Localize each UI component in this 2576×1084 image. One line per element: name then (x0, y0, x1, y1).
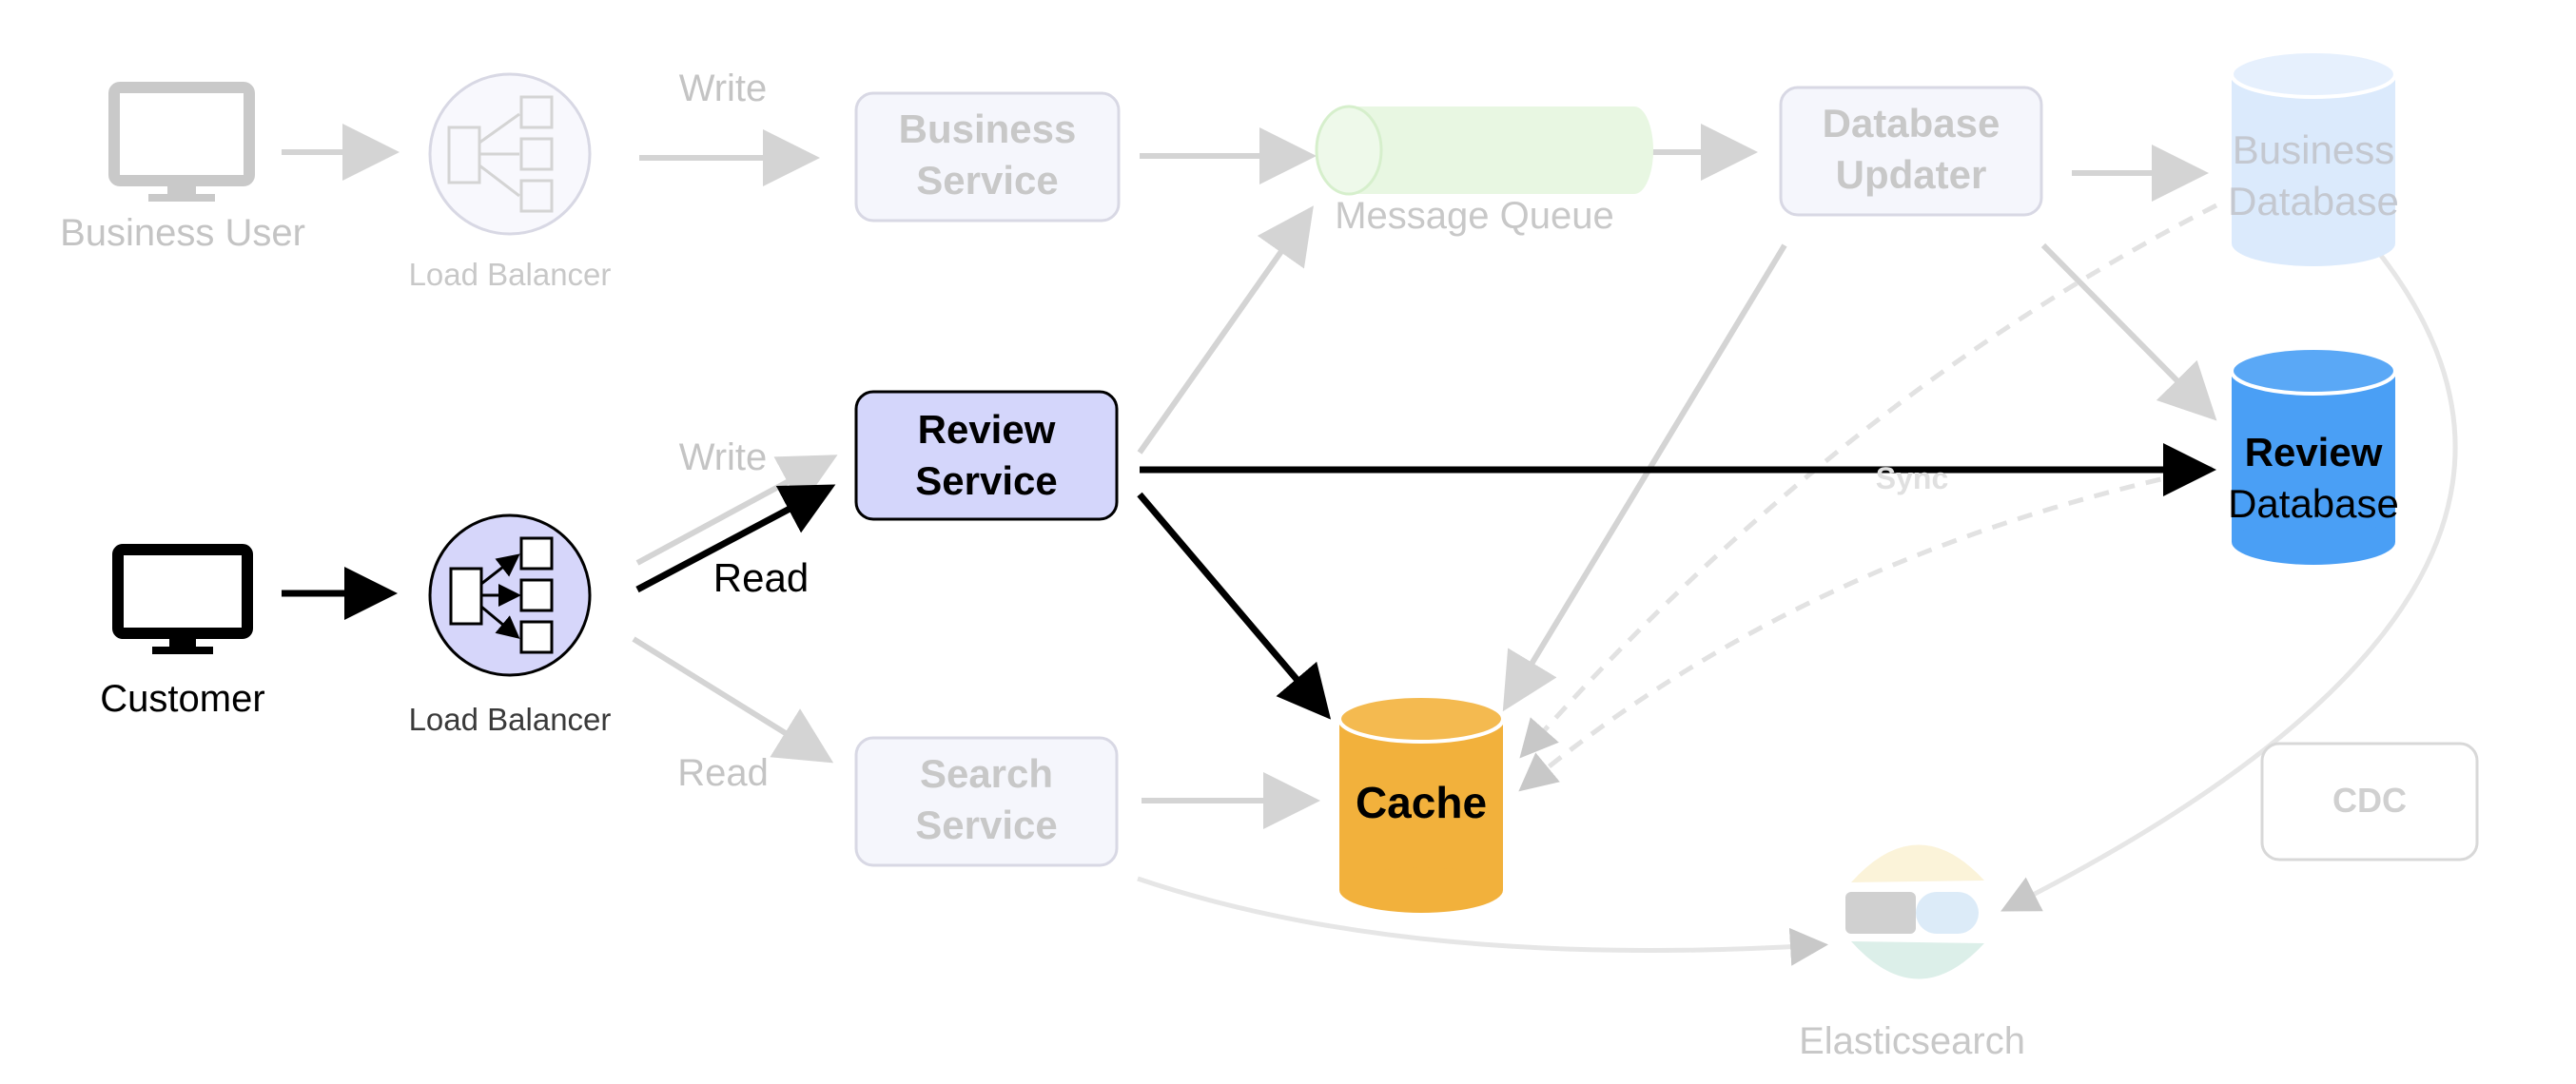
business-service-line2: Service (916, 158, 1058, 203)
review-service-line2: Service (915, 458, 1057, 503)
database-updater-box: Database Updater (1779, 86, 2043, 217)
middle-read-label: Read (713, 555, 809, 600)
review-database-line1: Review (2245, 430, 2383, 474)
database-updater-line1: Database (1823, 101, 2000, 145)
elasticsearch-logo-icon (1845, 844, 1984, 979)
customer-label: Customer (100, 678, 264, 720)
review-service-box: Review Service (854, 390, 1119, 521)
middle-write-label: Write (679, 436, 768, 478)
arrow-lb-read-to-search-service (632, 636, 834, 764)
business-database-line2: Database (2228, 179, 2399, 223)
cdc-box: CDC (2260, 742, 2479, 861)
search-service-line1: Search (920, 751, 1053, 796)
top-load-balancer-label: Load Balancer (409, 257, 612, 292)
sync-label: Sync (1876, 461, 1948, 495)
dashed-business-db-to-cache (1519, 203, 2218, 759)
customer-monitor-icon (112, 544, 253, 654)
arrow-lb-write-to-review-service (635, 455, 838, 566)
search-service-box: Search Service (854, 736, 1119, 867)
review-service-line1: Review (918, 407, 1056, 452)
business-service-line1: Business (899, 106, 1077, 151)
faded-curves (1137, 236, 2458, 966)
curve-search-service-to-elasticsearch (1137, 876, 1828, 966)
business-database-cylinder: Business Database (2228, 49, 2399, 266)
arrow-lb-read-to-review-service (635, 484, 836, 593)
review-database-cylinder: Review Database (2228, 346, 2399, 565)
bottom-read-label: Read (677, 752, 769, 794)
sync-dashed-arrows (1518, 203, 2218, 792)
message-queue-label: Message Queue (1335, 195, 1614, 237)
business-service-box: Business Service (854, 91, 1121, 223)
cache-label: Cache (1356, 778, 1487, 827)
arrow-review-service-to-queue (1137, 205, 1314, 455)
cache-cylinder: Cache (1337, 694, 1505, 913)
database-updater-line2: Updater (1836, 152, 1987, 197)
business-database-line1: Business (2233, 127, 2394, 172)
dashed-review-db-to-cache (1518, 465, 2214, 792)
top-load-balancer-icon (428, 72, 592, 236)
message-queue-cylinder (1315, 105, 1653, 196)
faded-arrows (282, 124, 2217, 829)
arrow-updater-to-review-db (2040, 242, 2217, 421)
top-write-label: Write (679, 68, 768, 109)
business-user-monitor-icon (108, 82, 255, 202)
business-user-label: Business User (60, 212, 305, 254)
arrow-updater-to-cache (1502, 243, 1787, 712)
elasticsearch-label: Elasticsearch (1799, 1020, 2025, 1062)
customer-load-balancer-icon (428, 513, 592, 677)
curve-business-db-to-elasticsearch (2000, 236, 2458, 912)
arrow-review-service-to-cache (1137, 492, 1332, 720)
review-database-line2: Database (2228, 481, 2399, 526)
search-service-line2: Service (915, 803, 1057, 847)
cdc-label: CDC (2332, 781, 2407, 820)
customer-load-balancer-label: Load Balancer (409, 702, 612, 737)
